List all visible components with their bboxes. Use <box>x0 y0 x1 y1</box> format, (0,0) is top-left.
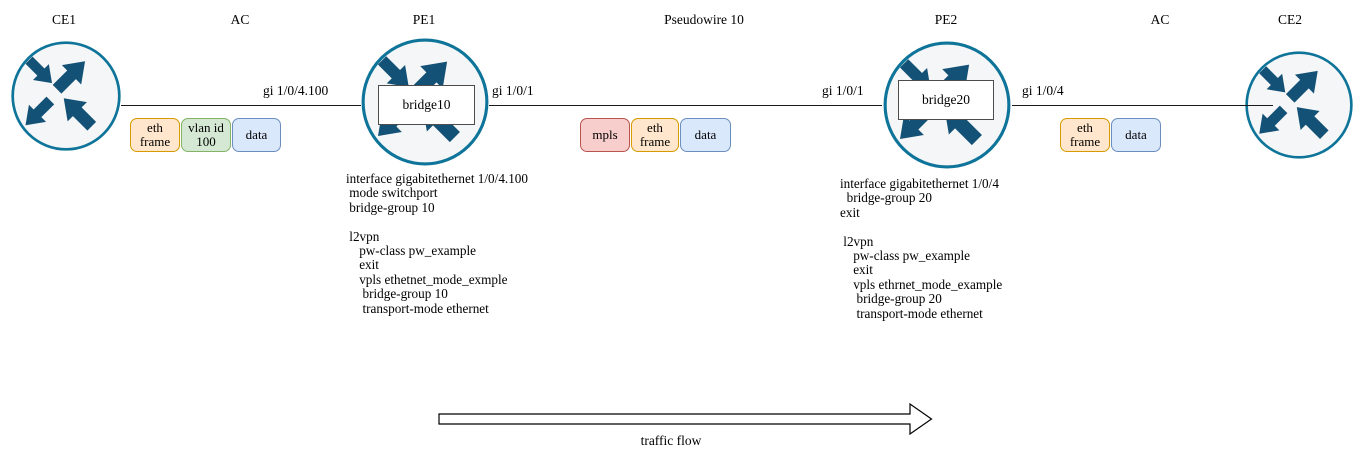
frame-eth-frame: eth frame <box>1060 118 1110 152</box>
pe1-bridge-box: bridge10 <box>378 85 475 125</box>
frame-data: data <box>232 118 281 152</box>
link-pe2-ce2 <box>1012 105 1273 106</box>
link-ce1-pe1 <box>121 105 361 106</box>
ce1-router-icon <box>11 41 121 151</box>
ce1-label: CE1 <box>51 12 77 27</box>
interface-label-pe2-left: gi 1/0/1 <box>822 83 864 98</box>
pe2-config-text: interface gigabitethernet 1/0/4 bridge-g… <box>840 176 1003 321</box>
frame-data: data <box>1111 118 1161 152</box>
pseudowire-label: Pseudowire 10 <box>664 12 744 27</box>
pe2-label: PE2 <box>934 12 958 27</box>
interface-label-pe1-right: gi 1/0/1 <box>492 83 534 98</box>
link-pe1-pe2 <box>489 105 882 106</box>
traffic-flow-label: traffic flow <box>640 433 702 448</box>
frame-data: data <box>680 118 731 152</box>
pe1-label: PE1 <box>412 12 436 27</box>
frame-mpls: mpls <box>580 118 630 152</box>
frame-vlan-tag: vlan id 100 <box>181 118 231 152</box>
ce2-label: CE2 <box>1277 12 1303 27</box>
interface-label-pe2-right: gi 1/0/4 <box>1022 83 1064 98</box>
interface-label-ce1-pe1: gi 1/0/4.100 <box>263 83 329 98</box>
ac-right-label: AC <box>1150 12 1170 27</box>
ac-left-label: AC <box>230 12 250 27</box>
pe1-config-text: interface gigabitethernet 1/0/4.100 mode… <box>346 171 528 316</box>
frame-eth-frame: eth frame <box>130 118 180 152</box>
pe2-bridge-box: bridge20 <box>898 80 994 120</box>
frame-eth-frame: eth frame <box>631 118 679 152</box>
